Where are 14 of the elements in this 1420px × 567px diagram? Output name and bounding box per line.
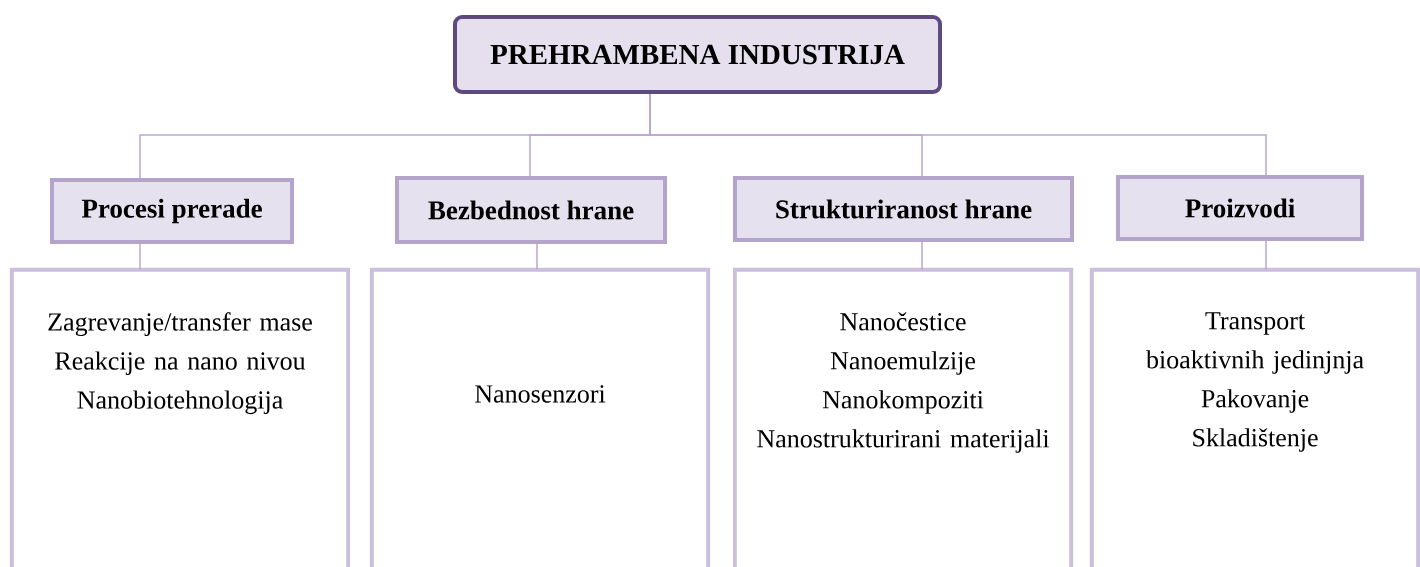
category-box: Procesi prerade (50, 178, 294, 244)
connector-line (1265, 240, 1267, 271)
connector-line (649, 93, 1267, 176)
category-box: Bezbednost hrane (395, 176, 667, 244)
connector-line (139, 243, 141, 271)
content-box: Nanočestice Nanoemulzije Nanokompoziti Nanostrukturirani materijali (732, 267, 1074, 567)
connector-line (921, 241, 923, 271)
content-box: Zagrevanje/transfer mase Reakcije na nano nivou Nanobiotehnologija (9, 267, 351, 567)
connector-line (536, 243, 538, 271)
category-box: Proizvodi (1116, 175, 1364, 241)
title-box: PREHRAMBENA INDUSTRIJA (453, 15, 942, 94)
content-box: Transport bioaktivnih jedinjnja Pakovanje Skladištenje (1089, 267, 1420, 567)
content-box: Nanosenzori (369, 267, 711, 567)
category-box: Strukturiranost hrane (733, 176, 1074, 242)
